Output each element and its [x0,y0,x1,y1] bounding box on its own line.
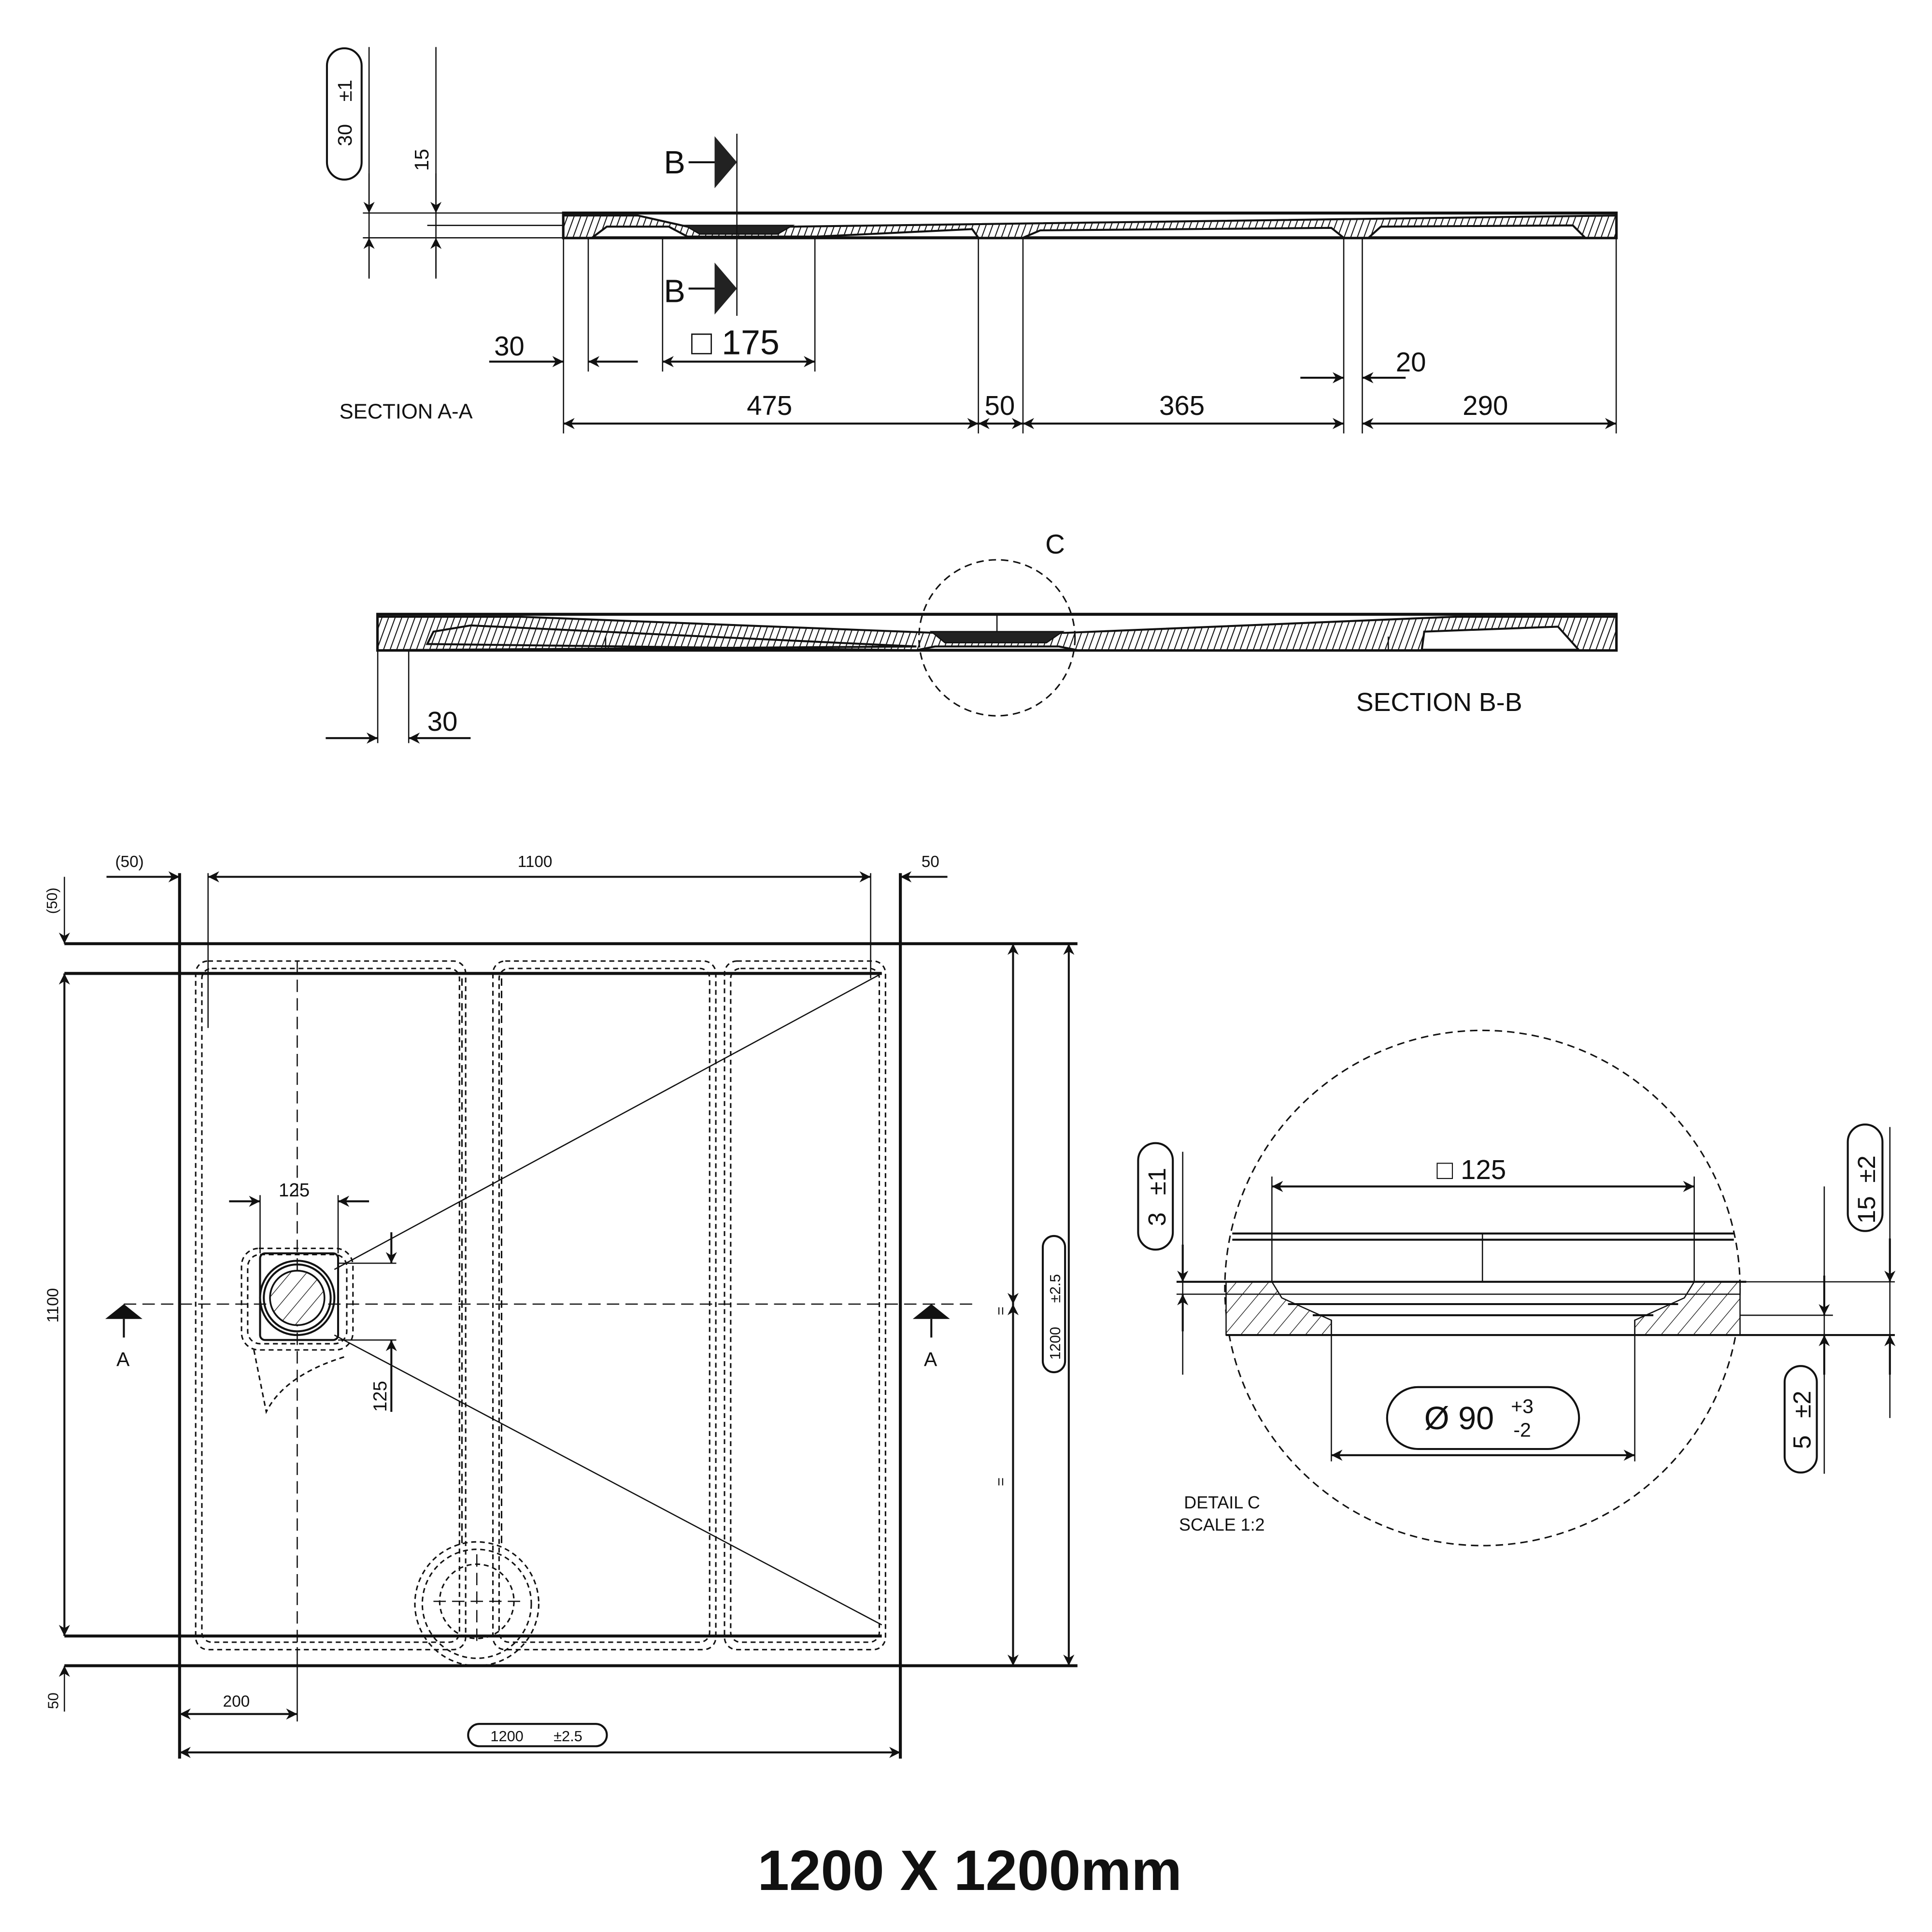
dim-grate-thickness-tol: ±1 [1143,1168,1171,1195]
grate-thickness-box [1137,1142,1174,1251]
section-marker-right [912,1304,950,1319]
detail-c-callout-circle [918,559,1076,717]
dim-overall-width: 1200 [490,1728,523,1745]
dim-equal-mark: = [992,1307,1009,1315]
section-b-b-label: SECTION B-B [1356,688,1522,717]
dim-left-top: (50) [43,888,60,914]
dim-20: 20 [1396,347,1426,377]
dim-drain-height: 125 [370,1381,391,1412]
plan-view: 125 125 A A (50) 1100 50 (50) 1100 [43,853,1078,1759]
dim-overall-height: 1200 [1047,1327,1064,1360]
cut-label-b-top: B [664,145,685,181]
bottom-box [1783,1365,1818,1474]
dim-drain-width: 125 [279,1180,310,1201]
detail-c-scale: SCALE 1:2 [1179,1515,1264,1534]
dim-depth-c-tol: ±2 [1853,1155,1880,1183]
dim-grate-square: □ 125 [1436,1154,1506,1185]
dim-height-tol: ±1 [334,80,356,101]
dim-outlet-tol-minus: -2 [1513,1419,1531,1441]
dim-overall-height-tol: ±2.5 [1047,1274,1064,1303]
dim-365: 365 [1159,390,1205,421]
overall-height-box [1041,1235,1066,1374]
section-a-a: 30 ±1 15 B B 30 □ 175 [326,47,1618,434]
dim-equal-mark-2: = [992,1477,1009,1486]
page-title: 1200 X 1200mm [757,1838,1182,1902]
cut-arrow-b-bottom [714,262,737,315]
detail-c-marker: C [1045,529,1065,559]
section-marker-left [105,1304,142,1319]
detail-c-label: DETAIL C [1184,1493,1260,1512]
dim-290: 290 [1463,390,1508,421]
cut-arrow-b-top [714,136,737,188]
dim-bottom-tol: ±2 [1789,1391,1816,1418]
dim-top-right: 50 [922,853,939,871]
section-a-a-label: SECTION A-A [340,400,473,424]
dim-edge-bb: 30 [427,706,458,737]
dim-left-height: 1100 [44,1288,62,1323]
cut-label-b-bottom: B [664,274,685,310]
dim-drain-square: □ 175 [691,323,780,362]
section-marker-right-label: A [924,1348,938,1370]
outlet-dia-box [1386,1386,1580,1450]
height-tolerance-box [326,47,363,181]
section-b-b: C 30 SECTION B-B [326,529,1618,744]
dim-top-width: 1100 [518,853,553,871]
section-marker-left-label: A [116,1348,130,1370]
dim-left-bottom: 50 [45,1692,62,1709]
dim-475: 475 [747,390,792,421]
overall-width-box [467,1723,608,1747]
dim-depth: 15 [411,149,433,171]
dim-top-left: (50) [115,853,143,871]
dim-overall-width-tol: ±2.5 [554,1728,582,1745]
dim-outlet-dia: Ø 90 [1424,1401,1494,1436]
detail-c-circle [1224,1029,1741,1547]
dim-drain-offset: 200 [223,1692,250,1710]
dim-height: 30 [334,124,356,146]
dim-50: 50 [984,390,1015,421]
dim-bottom: 5 [1789,1435,1816,1449]
dim-edge: 30 [494,331,525,361]
dim-outlet-tol-plus: +3 [1511,1395,1534,1418]
depth-box [1847,1123,1884,1232]
dim-grate-thickness: 3 [1143,1212,1171,1226]
detail-c: □ 125 3 ±1 15 ±2 5 ±2 Ø 90 +3 -2 DETAIL … [1137,1029,1896,1547]
drain-grate [269,1269,326,1326]
dim-depth-c: 15 [1853,1196,1880,1223]
